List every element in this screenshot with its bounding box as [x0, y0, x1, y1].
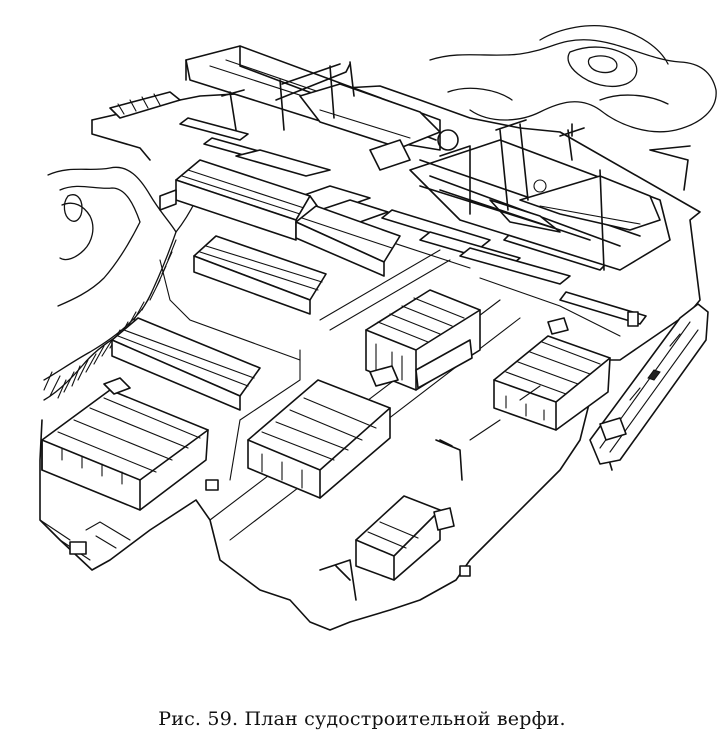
slipways: [185, 45, 671, 271]
platforms: [109, 91, 647, 327]
moored-ship: [589, 303, 709, 465]
quay-details: [69, 385, 541, 577]
figure-caption: Рис. 59. План судостроительной верфи.: [158, 708, 566, 730]
workshop-halls-left: [41, 159, 401, 511]
workshop-halls-centre: [247, 289, 611, 581]
shipyard-plan-illustration: [39, 25, 717, 631]
